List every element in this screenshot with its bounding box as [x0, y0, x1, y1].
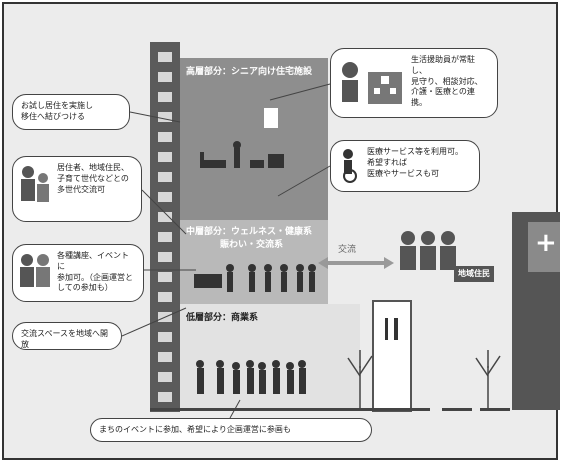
fork-knife-icon: [385, 318, 398, 340]
middle-zone-label-2: 賑わい・交流系: [220, 240, 284, 250]
strip-window: [158, 372, 172, 382]
callout-medical-services: 医療サービス等を利用可。 希望すれば 医療やサービスも可: [330, 140, 480, 192]
upper-zone: 高層部分：シニア向け住宅施設: [180, 58, 328, 220]
local-residents-group-icon: [400, 231, 456, 270]
shopper-crowd-icon: [196, 360, 306, 394]
couple-icon: [20, 254, 50, 287]
callout-exchange-space: 交流スペースを地域へ開放: [12, 322, 122, 350]
strip-window: [158, 92, 172, 102]
strip-window: [158, 232, 172, 242]
strip-window: [158, 292, 172, 302]
caregiver-and-hospital-icon: [342, 62, 402, 104]
exchange-label: 交流: [338, 245, 357, 255]
restaurant-unit: [372, 300, 412, 412]
strip-window: [158, 332, 172, 342]
bedroom-furniture-icon: [200, 141, 284, 168]
strip-window: [158, 192, 172, 202]
window-icon: [264, 108, 278, 128]
building-core-strip: [150, 42, 180, 412]
tree-icon: [475, 350, 501, 408]
callout-trial-residence: お試し居住を実施し 移住へ結びつける: [12, 94, 130, 130]
cross-icon: +: [535, 228, 557, 258]
upper-zone-label: 高層部分：シニア向け住宅施設: [186, 67, 313, 77]
tree-icon: [347, 350, 373, 408]
ground-line-left: [150, 408, 430, 411]
middle-zone-label-1: 中層部分：ウェルネス・健康系: [186, 227, 313, 237]
strip-window: [158, 212, 172, 222]
strip-window: [158, 352, 172, 362]
local-residents-label: 地域住民: [454, 266, 494, 282]
strip-window: [158, 272, 172, 282]
exchange-arrow-icon: [318, 257, 394, 269]
ground-line-right-2: [480, 408, 510, 411]
strip-window: [158, 252, 172, 262]
strip-window: [158, 172, 172, 182]
strip-window: [158, 152, 172, 162]
lower-zone: 低層部分：商業系: [180, 304, 360, 410]
event-people-icon: [194, 264, 316, 292]
strip-window: [158, 392, 172, 402]
strip-window: [158, 112, 172, 122]
strip-window: [158, 72, 172, 82]
callout-events: 各種講座、イベントに 参加可。（企画運営と しての参加も）: [12, 244, 144, 302]
hospital-sign: +: [528, 222, 560, 272]
strip-window: [158, 52, 172, 62]
strip-window: [158, 132, 172, 142]
callout-town-events: まちのイベントに参加、希望により企画運営に参画も: [90, 418, 372, 442]
ground-line-right: [442, 408, 472, 411]
middle-zone: 中層部分：ウェルネス・健康系 賑わい・交流系: [180, 220, 328, 304]
family-icon: [21, 166, 49, 202]
lower-zone-label: 低層部分：商業系: [186, 313, 259, 323]
wheelchair-icon: [343, 149, 357, 183]
